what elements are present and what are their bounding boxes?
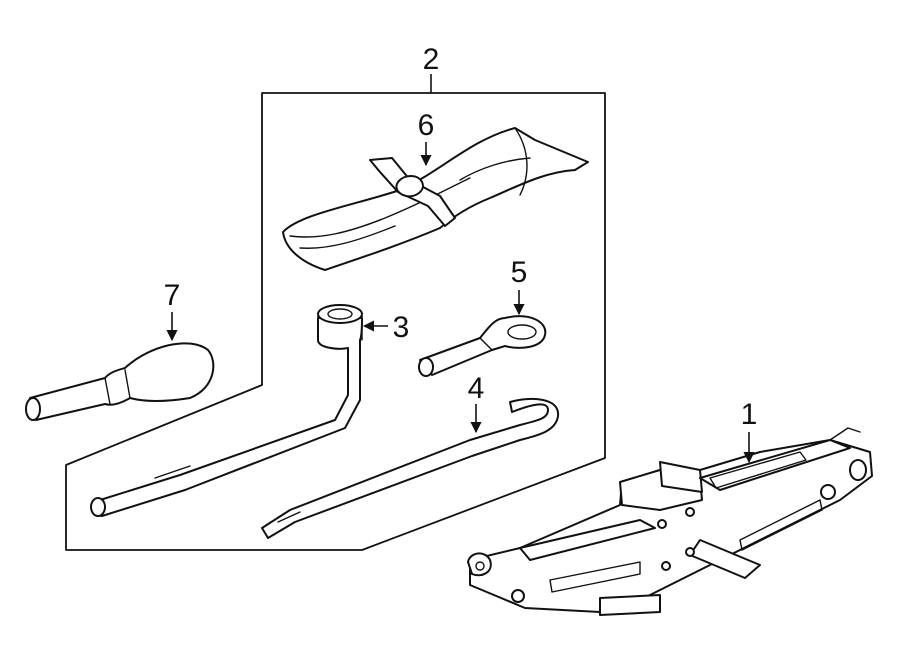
tow-eye [418,315,547,377]
scissor-jack [467,427,873,616]
lug-wrench [90,304,363,517]
callout-7: 7 [164,279,181,312]
callout-1: 1 [741,398,758,431]
callout-2: 2 [423,43,440,76]
callout-3: 3 [393,311,410,344]
callout-5: 5 [511,256,528,289]
kit-outline [65,92,606,551]
callout-6: 6 [418,109,435,142]
wrench-handle [25,342,215,421]
tool-bag [282,127,589,271]
callout-4: 4 [468,372,485,405]
jack-handle [261,397,560,539]
